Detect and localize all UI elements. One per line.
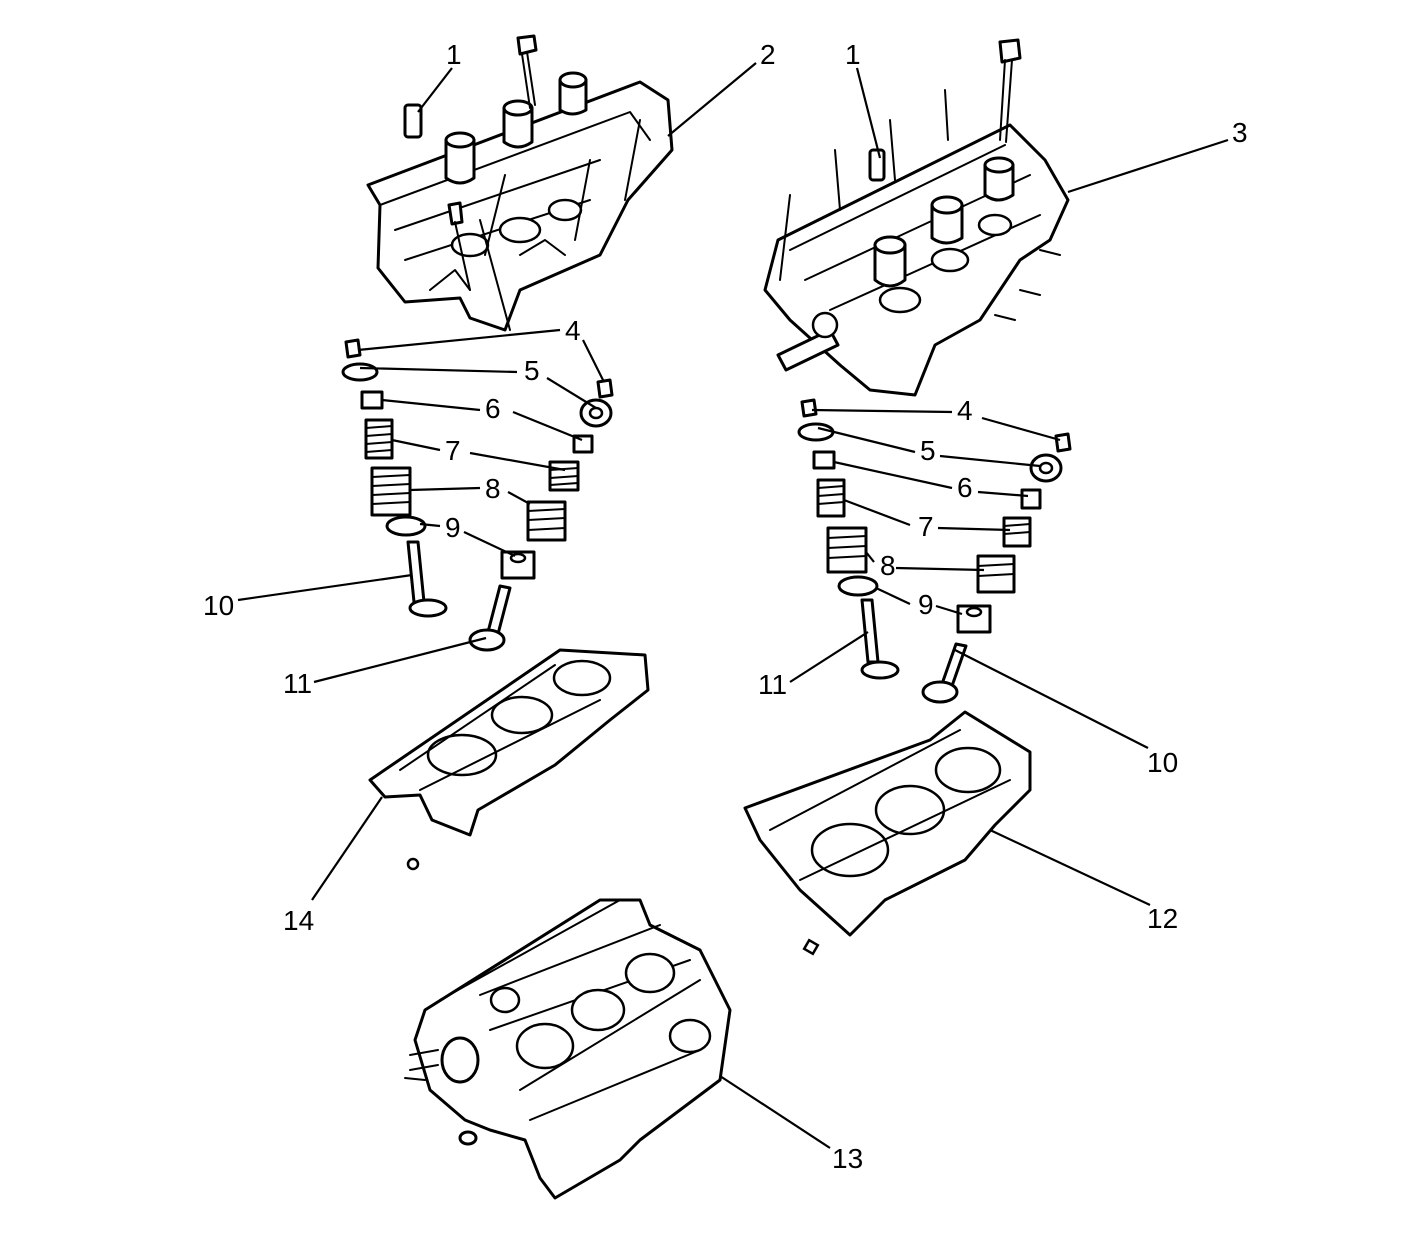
engine-block bbox=[404, 898, 732, 1200]
callout-right-1: 1 bbox=[845, 39, 861, 70]
callout-right-7: 7 bbox=[918, 511, 934, 542]
callout-right-3: 3 bbox=[1232, 117, 1248, 148]
callout-left-1: 1 bbox=[446, 39, 462, 70]
callout-block-13: 13 bbox=[832, 1143, 863, 1174]
callout-left-2: 2 bbox=[760, 39, 776, 70]
callout-left-10: 10 bbox=[203, 590, 234, 621]
callout-left-11: 11 bbox=[283, 668, 312, 699]
left-valvetrain bbox=[341, 338, 614, 652]
right-valvetrain bbox=[797, 398, 1072, 704]
callout-right-10: 10 bbox=[1147, 747, 1178, 778]
callout-right-11: 11 bbox=[758, 669, 787, 700]
callout-labels: 1 2 1 3 4 5 6 7 8 9 10 11 4 5 6 7 8 9 11… bbox=[203, 39, 1248, 1174]
callout-right-9: 9 bbox=[918, 589, 934, 620]
callout-left-7: 7 bbox=[445, 435, 461, 466]
callout-left-8: 8 bbox=[485, 473, 501, 504]
leader-lines bbox=[237, 62, 1229, 1149]
callout-right-12: 12 bbox=[1147, 903, 1178, 934]
callout-right-8: 8 bbox=[880, 550, 896, 581]
callout-left-9: 9 bbox=[445, 512, 461, 543]
callout-left-14: 14 bbox=[283, 905, 314, 936]
right-head-gasket bbox=[743, 710, 1032, 956]
right-cylinder-head bbox=[763, 38, 1070, 397]
callout-right-4: 4 bbox=[957, 395, 973, 426]
left-head-gasket bbox=[368, 648, 650, 871]
left-cylinder-head bbox=[366, 34, 674, 332]
callout-left-4: 4 bbox=[565, 315, 581, 346]
callout-right-5: 5 bbox=[920, 435, 936, 466]
callout-right-6: 6 bbox=[957, 472, 973, 503]
callout-left-6: 6 bbox=[485, 393, 501, 424]
callout-left-5: 5 bbox=[524, 355, 540, 386]
